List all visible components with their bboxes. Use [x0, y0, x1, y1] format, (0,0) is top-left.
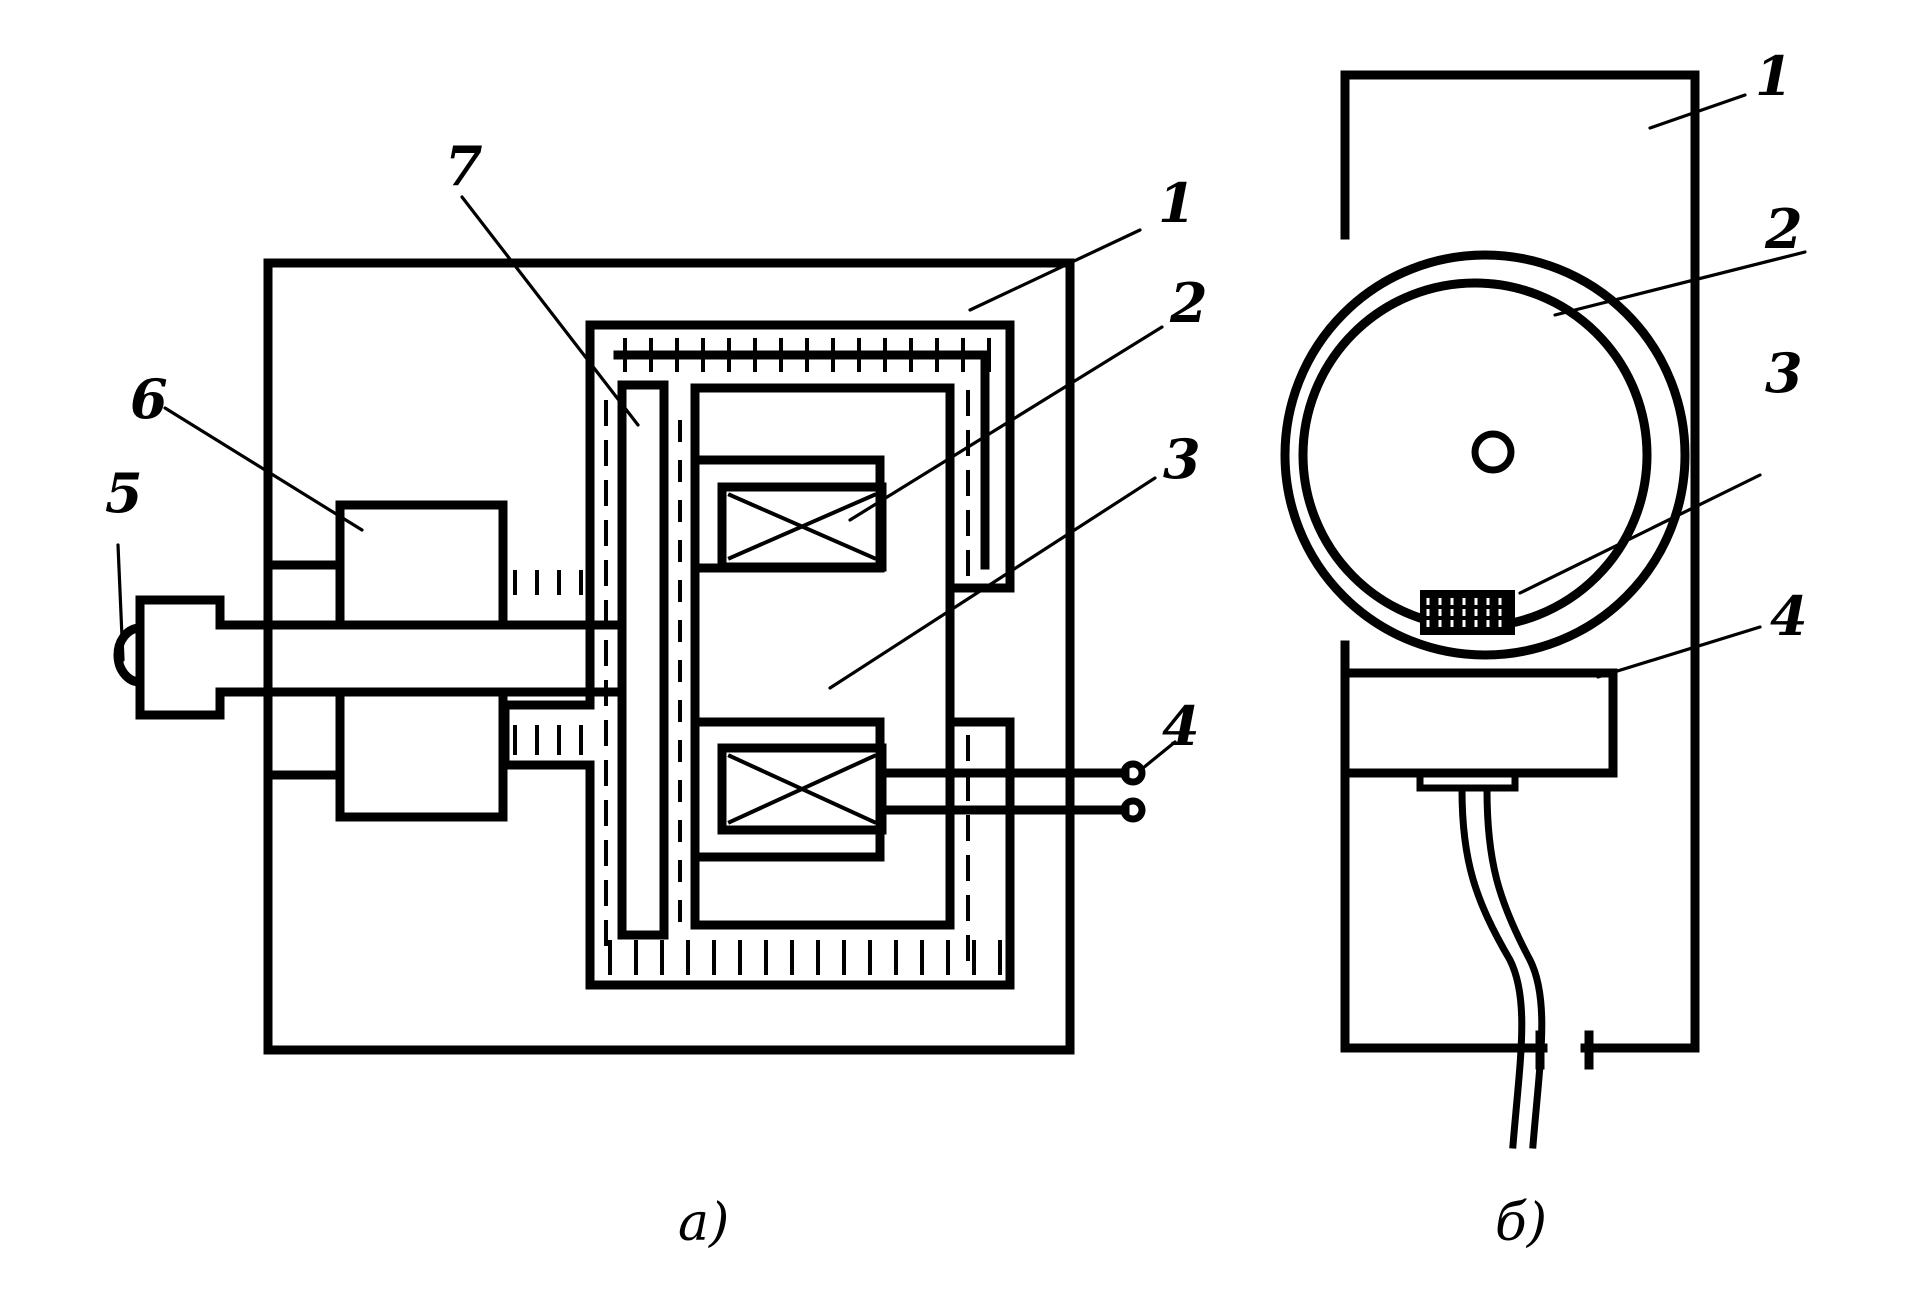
callout-a-6: 6 — [130, 367, 168, 431]
coil-winding-upper — [717, 482, 887, 572]
panel-a: 1 2 3 4 5 6 7 а) — [105, 134, 1208, 1253]
leader-b-2 — [1553, 250, 1807, 317]
leader-a-2 — [848, 325, 1164, 522]
coil-winding-lower — [717, 743, 887, 835]
leader-a-6 — [163, 406, 364, 532]
bushing-upper — [335, 500, 508, 630]
outer-ring — [1280, 250, 1690, 660]
cable-wire-1 — [1458, 786, 1526, 1149]
callout-b-1: 1 — [1755, 44, 1793, 108]
caption-a: а) — [678, 1193, 729, 1253]
leader-a-7 — [460, 195, 640, 427]
callout-b-3: 3 — [1765, 341, 1803, 405]
leader-a-1 — [968, 228, 1142, 312]
leader-a-3 — [828, 476, 1157, 690]
housing-b — [1340, 70, 1700, 1053]
callout-a-5: 5 — [105, 461, 143, 525]
shaft — [135, 595, 627, 720]
leader-b-3 — [1518, 473, 1762, 595]
coil-frame — [690, 383, 955, 930]
callout-a-7: 7 — [445, 134, 483, 198]
cable-wire-2 — [1483, 786, 1546, 1149]
callout-a-2: 2 — [1169, 271, 1208, 335]
disk-hub — [1471, 430, 1515, 474]
core-hatching — [513, 338, 1002, 975]
leader-b-1 — [1648, 93, 1747, 130]
terminal-upper — [1120, 760, 1146, 786]
callout-a-3: 3 — [1163, 427, 1201, 491]
leader-b-4 — [1596, 625, 1762, 679]
stud-head — [113, 623, 145, 687]
callout-a-4: 4 — [1162, 694, 1200, 758]
leader-a-5 — [116, 543, 125, 662]
bushing-lower — [335, 687, 508, 822]
transducer-block — [1340, 668, 1618, 778]
callout-b-4: 4 — [1770, 584, 1808, 648]
terminal-lower — [1120, 797, 1146, 823]
outer-housing — [263, 258, 1075, 1055]
callout-b-2: 2 — [1764, 197, 1803, 261]
armature-plate — [617, 380, 669, 940]
magnetic-core — [500, 320, 1015, 990]
terminal-wires — [875, 760, 1146, 823]
callout-a-1: 1 — [1158, 171, 1196, 235]
leader-a-4 — [1141, 740, 1177, 770]
connector — [1416, 769, 1519, 792]
caption-b: б) — [1495, 1193, 1547, 1253]
sensor-element — [1420, 590, 1515, 635]
panel-b: 1 2 3 4 б) — [1280, 44, 1808, 1253]
